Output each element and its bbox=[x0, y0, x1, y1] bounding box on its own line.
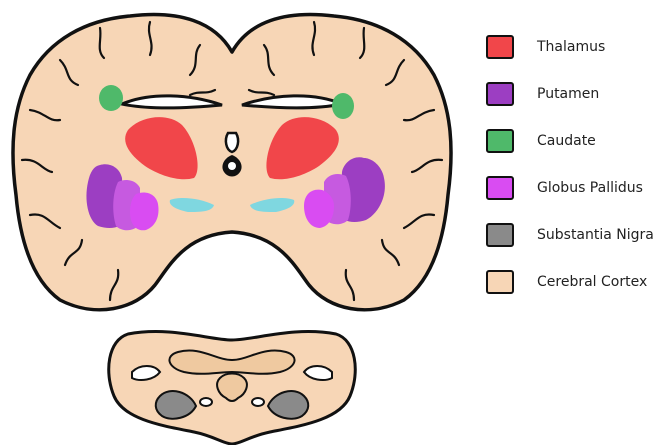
legend-item-substantia-nigra: Substantia Nigra bbox=[486, 220, 654, 250]
brainstem-hole-left bbox=[200, 398, 212, 406]
legend-label-thalamus: Thalamus bbox=[537, 39, 605, 55]
swatch-cerebral-cortex bbox=[486, 270, 514, 294]
brainstem-hole-right bbox=[252, 398, 264, 406]
legend-label-globus-pallidus: Globus Pallidus bbox=[537, 180, 643, 196]
septum bbox=[226, 133, 238, 152]
swatch-thalamus bbox=[486, 35, 514, 59]
legend-label-substantia-nigra: Substantia Nigra bbox=[537, 227, 654, 243]
legend-item-putamen: Putamen bbox=[486, 79, 599, 109]
caudate-right bbox=[332, 93, 354, 119]
legend-item-caudate: Caudate bbox=[486, 126, 596, 156]
legend-label-cerebral-cortex: Cerebral Cortex bbox=[537, 274, 647, 290]
legend-label-caudate: Caudate bbox=[537, 133, 596, 149]
swatch-caudate bbox=[486, 129, 514, 153]
third-ventricle-hole bbox=[228, 162, 236, 170]
swatch-globus-pallidus bbox=[486, 176, 514, 200]
swatch-substantia-nigra bbox=[486, 223, 514, 247]
legend-item-globus-pallidus: Globus Pallidus bbox=[486, 173, 643, 203]
swatch-putamen bbox=[486, 82, 514, 106]
legend-item-thalamus: Thalamus bbox=[486, 32, 605, 62]
legend-label-putamen: Putamen bbox=[537, 86, 599, 102]
legend-item-cerebral-cortex: Cerebral Cortex bbox=[486, 267, 647, 297]
caudate-left bbox=[99, 85, 123, 111]
